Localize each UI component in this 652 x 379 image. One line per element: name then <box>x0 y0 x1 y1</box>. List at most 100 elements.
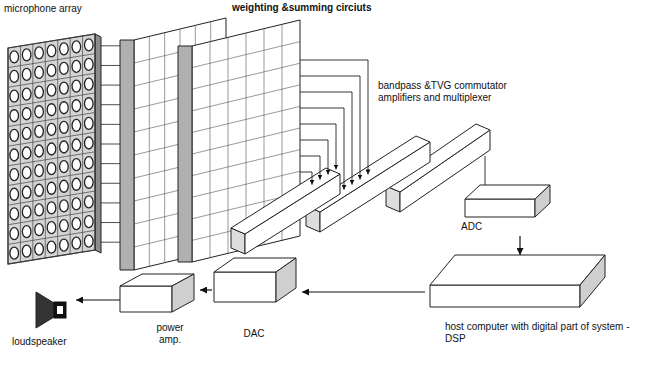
microphone-symbol <box>60 141 69 153</box>
box-side-face <box>580 255 605 307</box>
block-shape <box>455 185 551 218</box>
board-grid-line <box>192 128 300 154</box>
block-shape <box>120 274 195 313</box>
microphone-symbol <box>47 182 56 194</box>
label-anchor: weighting &summing circiuts <box>232 2 407 14</box>
microphone-symbol <box>22 245 31 257</box>
microphone-symbol <box>22 49 31 61</box>
wire <box>101 45 120 46</box>
part-label: microphone array <box>4 3 124 15</box>
box-front-face <box>430 285 580 307</box>
array-grid-line <box>57 40 58 256</box>
microphone-symbol <box>72 198 81 210</box>
microphone-symbol <box>10 129 19 141</box>
signal-wire <box>300 76 360 180</box>
loudspeaker: loudspeaker <box>8 290 76 354</box>
dac-block: DAC <box>212 258 302 344</box>
board-grid-line <box>192 63 300 89</box>
microphone-symbol <box>35 47 44 59</box>
microphone-symbol <box>35 86 44 98</box>
microphone-symbol <box>84 137 93 149</box>
microphone-symbol <box>47 202 56 214</box>
block-shape <box>425 255 606 308</box>
box-side-face <box>535 185 550 217</box>
signal-wire <box>300 140 328 175</box>
microphone-symbol <box>60 161 69 173</box>
array-wires <box>101 46 120 242</box>
array-grid-line <box>8 48 9 264</box>
wire <box>101 242 120 243</box>
microphone-symbol <box>60 102 69 114</box>
microphone-symbol <box>72 178 81 190</box>
wire <box>101 183 120 184</box>
microphone-symbol <box>10 228 19 240</box>
microphone-symbol <box>84 98 93 110</box>
signal-arrow <box>76 299 120 300</box>
microphone-symbol <box>10 110 19 122</box>
microphone-symbol <box>47 163 56 175</box>
microphone-symbol <box>47 84 56 96</box>
wire <box>101 163 120 164</box>
weighting-board <box>120 18 226 270</box>
block-shape <box>212 258 297 303</box>
box-top-face <box>430 255 605 285</box>
signal-wire <box>300 60 368 174</box>
microphone-symbol <box>22 147 31 159</box>
microphone-symbol <box>84 235 93 247</box>
part-label: bandpass &TVG commutator amplifiers and … <box>378 80 510 104</box>
microphone-symbol <box>72 119 81 131</box>
box-front-face <box>214 272 276 302</box>
box-front-face <box>465 199 535 217</box>
signal-wire <box>300 156 320 180</box>
microphone-symbol <box>35 145 44 157</box>
block-label: loudspeaker <box>12 336 74 348</box>
microphone-symbol <box>22 108 31 120</box>
microphone-symbol <box>60 82 69 94</box>
microphone-symbol <box>60 180 69 192</box>
microphone-symbol <box>47 104 56 116</box>
microphone-symbol <box>35 66 44 78</box>
box-front-face <box>120 286 172 312</box>
microphone-array <box>8 34 101 264</box>
microphone-symbol <box>22 186 31 198</box>
microphone-symbol <box>84 157 93 169</box>
microphone-symbol <box>60 239 69 251</box>
microphone-symbol <box>35 184 44 196</box>
microphone-symbol <box>84 58 93 70</box>
signal-wire <box>300 108 344 190</box>
microphone-symbol <box>10 188 19 200</box>
microphone-symbol <box>22 88 31 100</box>
signal-wire <box>300 172 312 185</box>
microphone-symbol <box>10 51 19 63</box>
microphone-symbol <box>22 167 31 179</box>
block-label: DAC <box>232 328 276 340</box>
microphone-symbol <box>72 80 81 92</box>
wire <box>101 124 120 125</box>
microphone-symbol <box>35 224 44 236</box>
adc-block: ADC <box>455 185 550 236</box>
microphone-symbol <box>22 226 31 238</box>
microphone-symbol <box>47 64 56 76</box>
wire <box>101 222 120 223</box>
microphone-symbol <box>84 216 93 228</box>
microphone-symbol <box>60 121 69 133</box>
microphone-symbol <box>35 165 44 177</box>
signal-wire <box>300 124 336 170</box>
power-amp-block: power amp. <box>120 274 200 350</box>
microphone-symbol <box>60 200 69 212</box>
microphone-symbol <box>84 39 93 51</box>
wire <box>101 104 120 105</box>
box-side-face <box>172 274 194 312</box>
wire <box>101 65 120 66</box>
board-grid-line <box>192 85 300 111</box>
microphone-symbol <box>10 90 19 102</box>
wire <box>101 144 120 145</box>
microphone-symbol <box>47 123 56 135</box>
board-grid-line <box>192 106 300 132</box>
array-grid-line <box>95 34 96 250</box>
microphone-symbol <box>72 139 81 151</box>
microphone-symbol <box>60 220 69 232</box>
microphone-symbol <box>60 62 69 74</box>
microphone-symbol <box>35 243 44 255</box>
